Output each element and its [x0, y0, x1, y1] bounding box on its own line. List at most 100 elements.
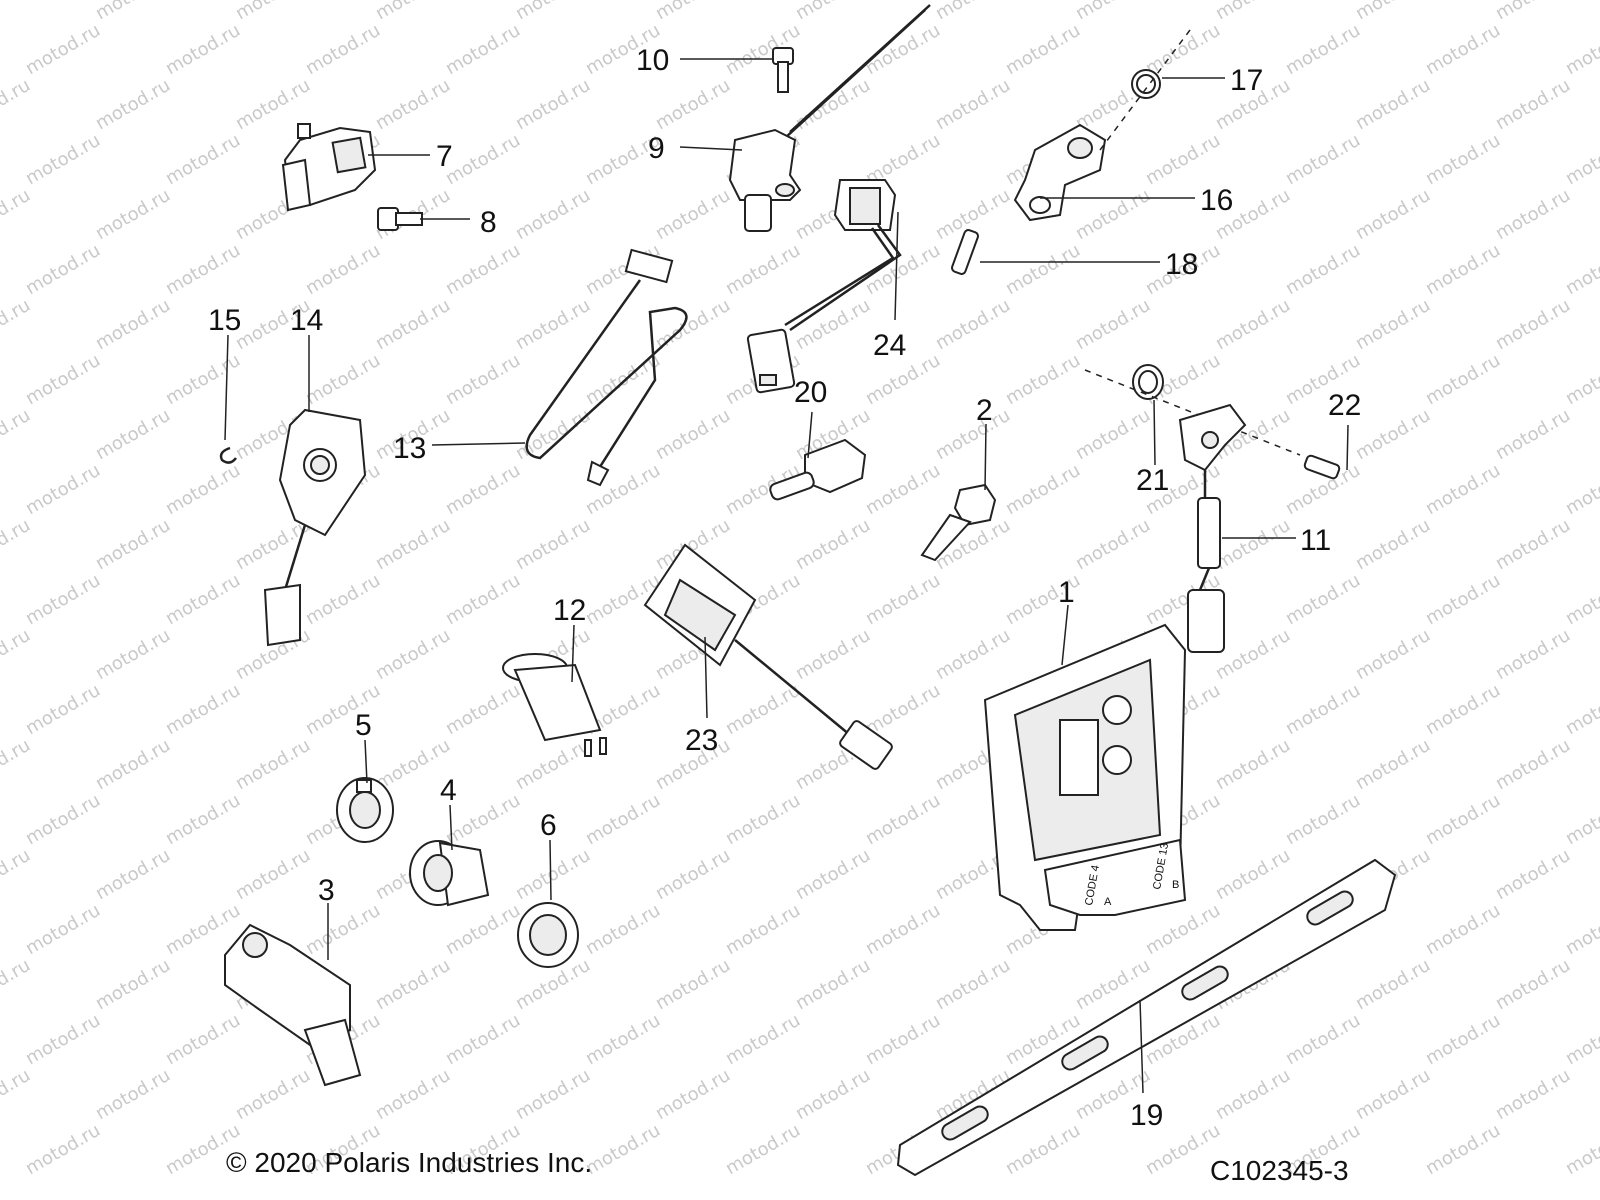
watermark-text: motod.ru [1072, 185, 1154, 244]
watermark-text: motod.ru [862, 790, 944, 849]
callout-20: 20 [794, 376, 827, 409]
watermark-text: motod.ru [1212, 845, 1294, 904]
watermark-text: motod.ru [232, 1065, 314, 1124]
callout-7: 7 [436, 140, 453, 173]
watermark-text: motod.ru [22, 20, 104, 79]
watermark-text: motod.ru [1492, 0, 1574, 24]
watermark-text: motod.ru [1212, 0, 1294, 24]
watermark-text: motod.ru [792, 625, 874, 684]
watermark-text: motod.ru [862, 900, 944, 959]
watermark-text: motod.ru [512, 75, 594, 134]
watermark-text: motod.ru [1562, 1010, 1600, 1069]
watermark-text: motod.ru [1142, 130, 1224, 189]
watermark-text: motod.ru [1352, 405, 1434, 464]
watermark-text: motod.ru [372, 75, 454, 134]
watermark-text: motod.ru [792, 75, 874, 134]
watermark-text: motod.ru [92, 75, 174, 134]
watermark-text: motod.ru [862, 1010, 944, 1069]
part-15-clip [219, 446, 237, 464]
callout-9: 9 [648, 132, 665, 165]
watermark-text: motod.ru [0, 515, 34, 574]
callout-22: 22 [1328, 389, 1361, 422]
callout-17: 17 [1230, 64, 1263, 97]
part-21-o-ring [1132, 364, 1164, 400]
watermark-text: motod.ru [1282, 20, 1364, 79]
watermark-text: motod.ru [512, 295, 594, 354]
watermark-text: motod.ru [372, 955, 454, 1014]
watermark-text: motod.ru [92, 955, 174, 1014]
watermark-text: motod.ru [1002, 1120, 1084, 1179]
part-14-throttle-sensor [263, 408, 367, 647]
watermark-text: motod.ru [1352, 735, 1434, 794]
watermark-text: motod.ru [162, 460, 244, 519]
watermark-text: motod.ru [1212, 515, 1294, 574]
watermark-text: motod.ru [0, 955, 34, 1014]
diagram-code: C102345-3 [1210, 1155, 1349, 1186]
watermark-text: motod.ru [442, 570, 524, 629]
watermark-text: motod.ru [92, 515, 174, 574]
watermark-text: motod.ru [1492, 845, 1574, 904]
part-11-sensor-lead [1178, 403, 1247, 653]
part-6-nut [517, 902, 579, 968]
watermark-text: motod.ru [1352, 75, 1434, 134]
watermark-text: motod.ru [792, 955, 874, 1014]
part-13-harness [525, 248, 688, 487]
callout-4: 4 [440, 774, 457, 807]
watermark-text: motod.ru [22, 900, 104, 959]
watermark-text: motod.ru [0, 0, 34, 24]
part-24-harness-sensor [746, 179, 902, 394]
watermark-text: motod.ru [1562, 680, 1600, 739]
callout-13: 13 [393, 432, 426, 465]
watermark-text: motod.ru [1492, 735, 1574, 794]
watermark-text: motod.ru [0, 405, 34, 464]
watermark-text: motod.ru [1352, 625, 1434, 684]
part-7-map-sensor [281, 123, 377, 212]
watermark-text: motod.ru [722, 680, 804, 739]
watermark-text: motod.ru [1002, 20, 1084, 79]
watermark-text: motod.ru [652, 0, 734, 24]
watermark-text: motod.ru [1422, 1010, 1504, 1069]
watermark-text: motod.ru [652, 405, 734, 464]
watermark-text: motod.ru [792, 1065, 874, 1124]
watermark-text: motod.ru [1562, 1120, 1600, 1179]
part-5-ring [336, 777, 394, 843]
watermark-text: motod.ru [792, 515, 874, 574]
watermark-text: motod.ru [302, 570, 384, 629]
watermark-text: motod.ru [1492, 75, 1574, 134]
watermark-text: motod.ru [722, 790, 804, 849]
watermark-text: motod.ru [1562, 20, 1600, 79]
watermark-text: motod.ru [92, 845, 174, 904]
callout-19: 19 [1130, 1099, 1163, 1132]
watermark-text: motod.ru [442, 1010, 524, 1069]
watermark-text: motod.ru [1562, 350, 1600, 409]
part-4-socket [409, 840, 490, 907]
watermark-text: motod.ru [442, 680, 524, 739]
part-1-ecu: CODE 4 A CODE 13 B [983, 623, 1187, 931]
part-16-elbow-sensor [1013, 123, 1107, 222]
watermark-text: motod.ru [792, 0, 874, 24]
watermark-text: motod.ru [162, 790, 244, 849]
watermark-text: motod.ru [862, 460, 944, 519]
watermark-text: motod.ru [1072, 515, 1154, 574]
watermark-text: motod.ru [862, 680, 944, 739]
part-18-pin [951, 229, 979, 275]
callout-11: 11 [1300, 524, 1331, 557]
watermark-text: motod.ru [582, 900, 664, 959]
watermark-text: motod.ru [512, 735, 594, 794]
ecu-marking-b: B [1172, 879, 1179, 891]
watermark-text: motod.ru [0, 625, 34, 684]
watermark-text: motod.ru [1422, 460, 1504, 519]
watermark-text: motod.ru [1422, 790, 1504, 849]
watermark-text: motod.ru [0, 295, 34, 354]
watermark-text: motod.ru [92, 185, 174, 244]
watermark-text: motod.ru [1562, 460, 1600, 519]
watermark-text: motod.ru [232, 845, 314, 904]
watermark-text: motod.ru [302, 240, 384, 299]
watermark-text: motod.ru [442, 130, 524, 189]
watermark-text: motod.ru [1492, 405, 1574, 464]
watermark-text: motod.ru [1562, 900, 1600, 959]
watermark-text: motod.ru [442, 350, 524, 409]
watermark-text: motod.ru [1562, 240, 1600, 299]
